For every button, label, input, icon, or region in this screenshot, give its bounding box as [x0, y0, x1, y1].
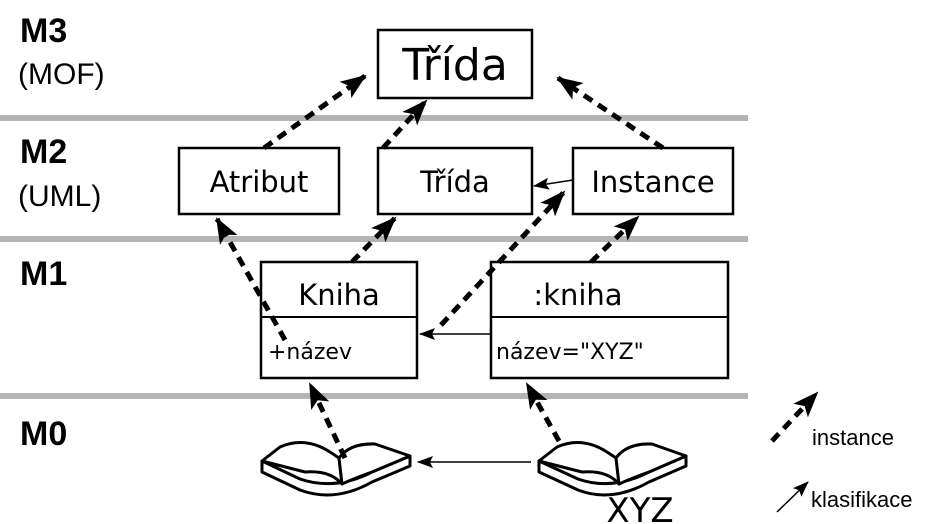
level-subtitle-m3: (MOF) [18, 58, 105, 91]
legend-classification-label: klasifikace [811, 487, 912, 512]
legend: instance klasifikace [770, 391, 912, 513]
m1-class-box: Kniha +název [259, 260, 419, 380]
instance-arrow-kniha-instance-to-trida [439, 190, 566, 327]
book-title: XYZ [606, 491, 673, 524]
instance-arrow-kniha-instance-to-instance [589, 215, 640, 264]
m1-class-name: Kniha [298, 278, 380, 312]
instance-arrow-book-to-kniha-instance [524, 382, 562, 443]
m3-class-box: Třída [376, 28, 534, 100]
level-name-m1: M1 [20, 255, 67, 293]
instance-arrow-trida-to-m3 [381, 99, 428, 150]
instance-arrow-kniha-to-trida [350, 216, 397, 264]
m3-class-label: Třída [401, 40, 508, 91]
m1-class-attribute: +název [268, 340, 352, 365]
m2-class-box: Třída [376, 146, 534, 216]
instance-arrow-nazev-to-atribut [214, 217, 288, 342]
book-icon-left [260, 441, 412, 497]
m2-attribute-box: Atribut [177, 146, 341, 216]
m1-instance-attribute: název="XYZ" [496, 340, 644, 365]
level-name-m2: M2 [20, 133, 67, 171]
instance-arrow-book-to-kniha [307, 382, 348, 460]
classification-arrow-instance-to-trida [533, 177, 574, 190]
m1-instance-name: :kniha [533, 278, 622, 312]
book-icon-right [537, 441, 688, 497]
legend-instance-arrow [770, 391, 819, 443]
level-name-m3: M3 [20, 12, 67, 50]
m2-class-label: Třída [419, 165, 490, 199]
instance-arrow-atribut-to-m3 [262, 73, 367, 151]
m1-instance-box: :kniha název="XYZ" [489, 260, 730, 380]
legend-instance-label: instance [812, 425, 894, 450]
legend-classification-arrow [776, 481, 809, 513]
level-name-m0: M0 [20, 415, 67, 453]
m2-instance-box: Instance [571, 146, 735, 216]
instance-arrow-instance-to-m3 [556, 75, 665, 151]
m2-attribute-label: Atribut [210, 165, 309, 199]
m2-instance-label: Instance [591, 165, 714, 199]
level-subtitle-m2: (UML) [18, 180, 101, 213]
